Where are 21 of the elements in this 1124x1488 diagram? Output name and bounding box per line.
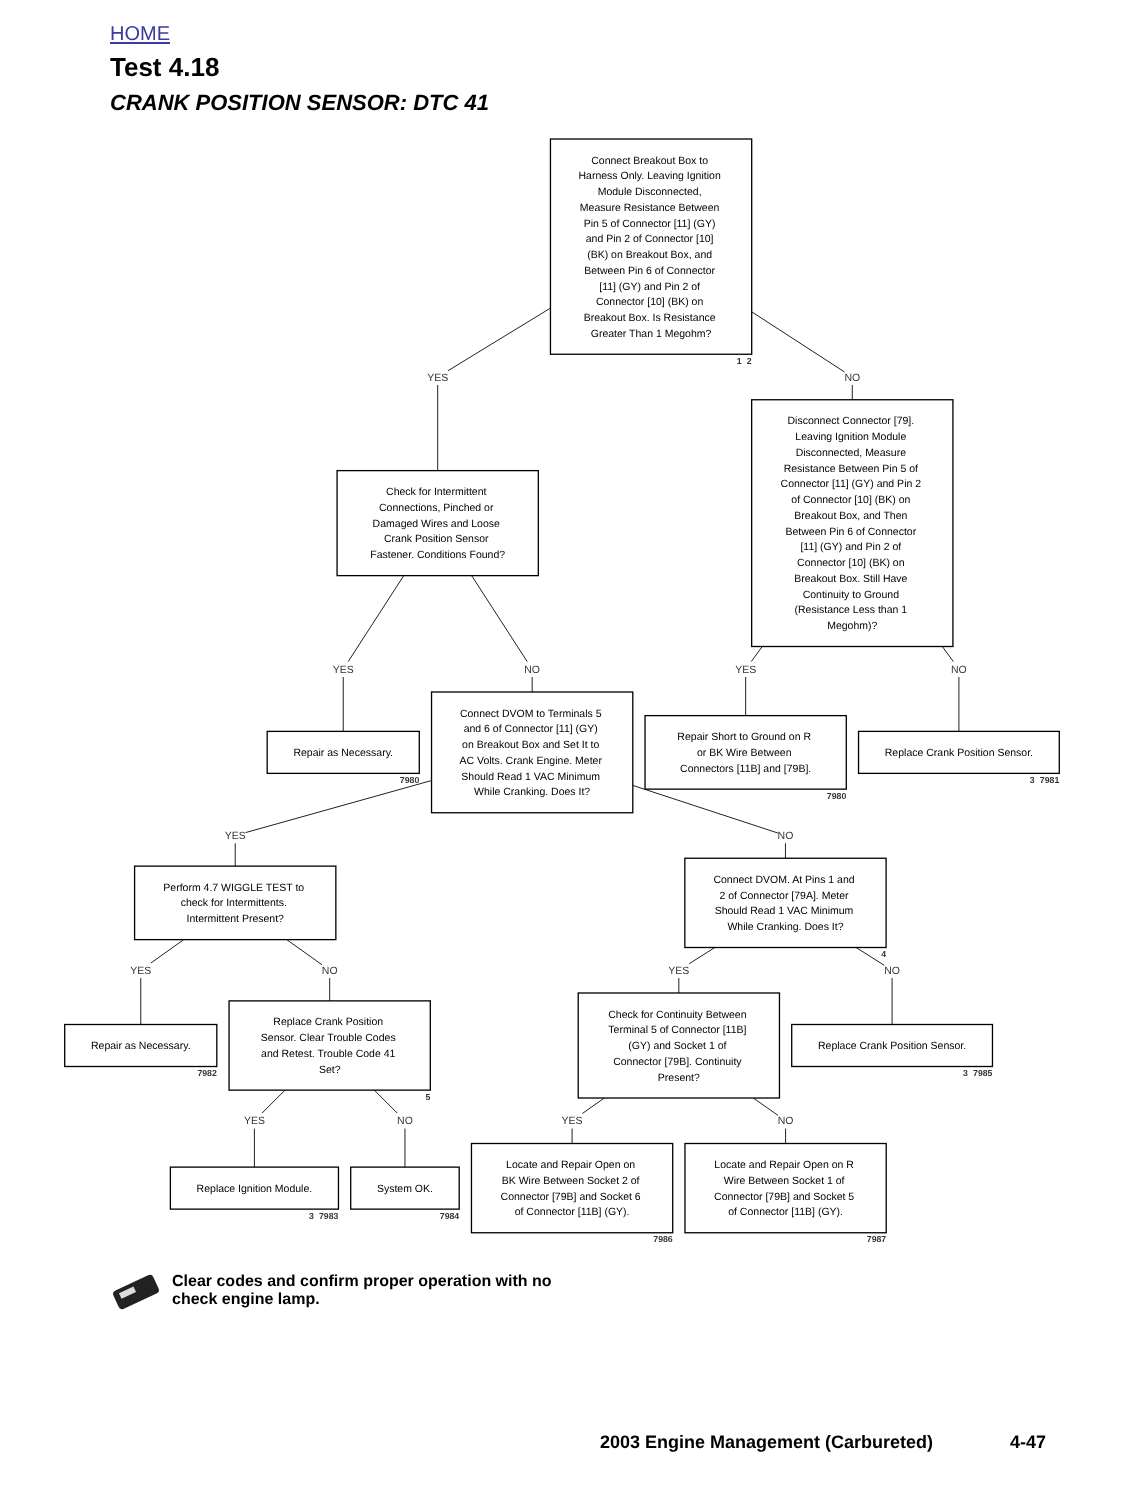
connector [632,784,786,859]
connector [751,311,853,401]
home-link: HOME [110,24,170,46]
connector [752,1097,787,1144]
connector [286,939,331,1002]
connector [678,947,716,994]
footer-text: 2003 Engine Management (Carbureted) [600,1432,934,1452]
connector [745,646,763,717]
connector [571,1097,605,1144]
note-text: Clear codes and confirm proper operation with no check engine lamp. [172,1272,552,1308]
page-subtitle: CRANK POSITION SENSOR: DTC 41 [110,92,489,116]
page-number: 4-47 [1010,1432,1047,1452]
connector [437,307,551,472]
connector [140,939,185,1025]
connector [234,780,432,867]
connector [471,575,533,693]
connector [253,1089,286,1168]
connector [941,646,960,732]
connector [342,575,405,732]
page-title: Test 4.18 [110,52,220,82]
connector [373,1089,406,1168]
